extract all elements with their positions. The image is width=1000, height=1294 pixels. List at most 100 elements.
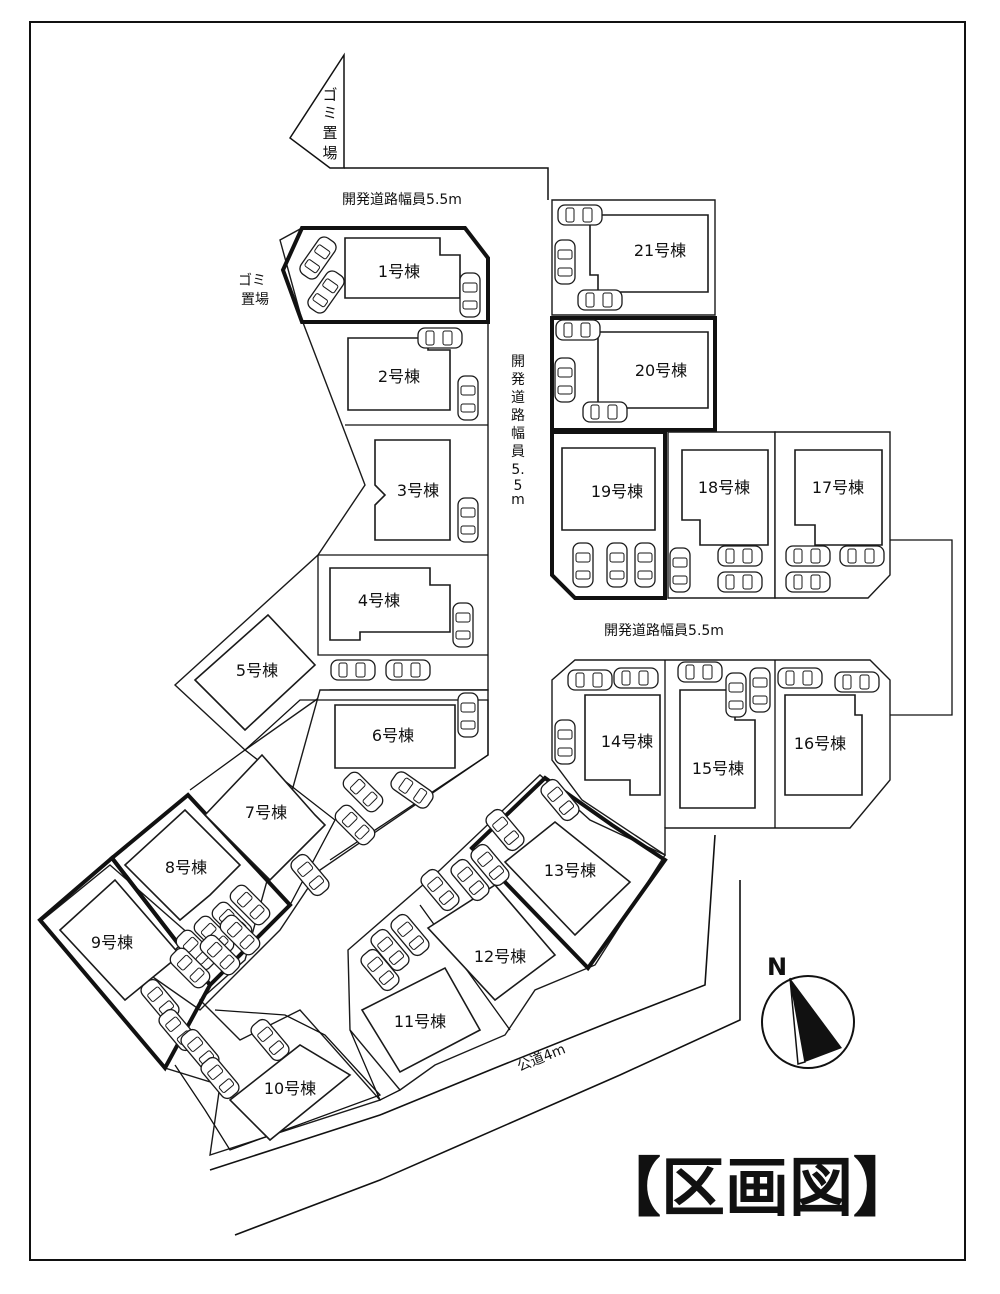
car-body: [613, 667, 659, 689]
road-label-north: 開発道路幅員5.5m: [342, 192, 462, 208]
car-window: [582, 207, 593, 223]
car-window: [785, 670, 795, 686]
lot-divider: [244, 699, 489, 861]
road-char: 道: [511, 390, 525, 406]
car-window: [268, 1040, 285, 1055]
house-10: [228, 1044, 352, 1142]
road-char: 員: [511, 444, 525, 460]
car-body: [554, 239, 576, 285]
parking-car-icon: [749, 667, 771, 713]
car-window: [842, 674, 852, 690]
car-window: [460, 702, 476, 713]
car-body: [572, 542, 594, 588]
car-window: [147, 986, 164, 1002]
lot-13-outline: [469, 775, 668, 972]
car-window: [793, 574, 803, 590]
parking-car-icon: [334, 804, 376, 846]
house-label: 19号棟: [591, 482, 643, 501]
parking-car-icon: [554, 357, 576, 403]
house-18: [681, 449, 769, 546]
house-label: 17号棟: [812, 478, 864, 497]
car-window: [460, 720, 476, 730]
car-body: [557, 204, 603, 226]
parking-car-icon: [459, 272, 481, 318]
car-window: [637, 570, 653, 580]
car-body: [749, 667, 771, 713]
lot-20-outline: [550, 316, 717, 432]
car-body: [457, 497, 479, 543]
car-body: [582, 401, 628, 423]
house-label: 15号棟: [692, 759, 744, 778]
car-window: [236, 891, 253, 908]
house-1: [344, 237, 461, 299]
car-window: [557, 267, 573, 277]
car-window: [742, 548, 753, 564]
house-label: 12号棟: [474, 947, 526, 966]
car-window: [442, 330, 453, 346]
car-window: [575, 570, 591, 580]
parking-car-icon: [470, 843, 510, 887]
parking-car-icon: [785, 571, 831, 593]
house-label: 5号棟: [236, 661, 278, 680]
compass-north-letter: N: [767, 953, 787, 981]
car-window: [455, 612, 471, 623]
car-window: [314, 244, 331, 260]
car-window: [558, 800, 575, 815]
parking-car-icon: [577, 289, 623, 311]
car-window: [859, 674, 870, 690]
car-window: [239, 934, 255, 950]
car-window: [503, 830, 520, 845]
car-window: [810, 548, 821, 564]
car-body: [677, 661, 723, 683]
house-6: [334, 704, 456, 769]
parking-car-icon: [199, 934, 241, 976]
parking-car-icon: [613, 667, 659, 689]
parking-car-icon: [452, 602, 474, 648]
house-label: 11号棟: [394, 1012, 446, 1031]
car-body: [554, 357, 576, 403]
lot-9-outline: [37, 855, 213, 1072]
car-window: [427, 876, 444, 892]
garbage-label-top: ゴ ミ 置 場: [322, 86, 337, 162]
car-window: [397, 921, 414, 937]
lot-1-outline: [280, 226, 490, 324]
car-window: [742, 574, 753, 590]
car-body: [457, 692, 479, 738]
house-footprints: [58, 214, 883, 1142]
parking-car-icon: [370, 928, 410, 972]
car-window: [462, 282, 478, 293]
garbage-char: 場: [322, 144, 337, 162]
car-body: [834, 671, 880, 693]
car-window: [410, 662, 421, 678]
parking-car-icon: [457, 375, 479, 421]
lot-19-outline: [550, 430, 667, 600]
house-8: [123, 808, 242, 922]
car-window: [609, 570, 625, 580]
garbage-label-left: ゴミ: [238, 272, 266, 289]
road-label-middle: 開発道路幅員5.5m: [604, 623, 724, 639]
car-window: [338, 662, 348, 678]
parking-car-icon: [725, 672, 747, 718]
lot-divider: [349, 1029, 401, 1101]
car-window: [477, 851, 494, 867]
parking-car-icon: [457, 692, 479, 738]
road-edge: [344, 167, 549, 200]
car-window: [257, 1026, 274, 1042]
car-window: [638, 670, 649, 686]
car-body: [567, 669, 613, 691]
garbage-char: ミ: [322, 104, 337, 122]
parking-car-icon: [634, 542, 656, 588]
car-body: [839, 545, 885, 567]
car-window: [460, 385, 476, 396]
car-window: [802, 670, 813, 686]
house-label: 2号棟: [378, 367, 420, 386]
car-window: [219, 954, 235, 970]
car-window: [349, 778, 366, 795]
car-window: [728, 682, 744, 693]
car-window: [308, 875, 325, 890]
car-window: [378, 970, 395, 985]
road-char: 5: [514, 478, 523, 494]
house-label: 4号棟: [358, 591, 400, 610]
car-window: [425, 330, 435, 346]
house-label: 7号棟: [245, 803, 287, 822]
